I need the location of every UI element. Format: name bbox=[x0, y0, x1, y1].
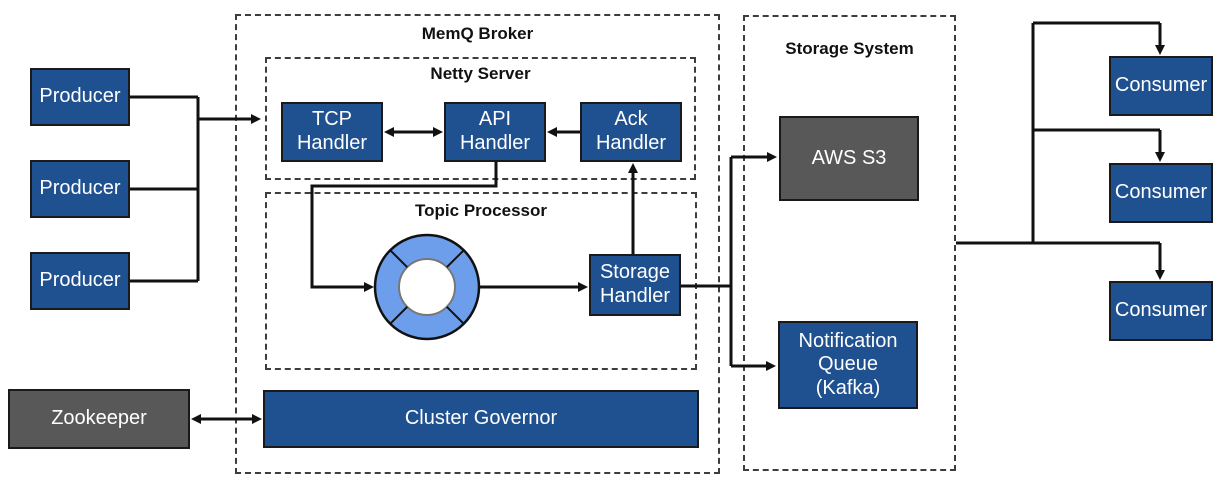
storage-handler-node: Storage Handler bbox=[589, 254, 681, 316]
netty-server-group-title: Netty Server bbox=[430, 64, 531, 83]
topic-processor-group: Topic Processor bbox=[265, 192, 697, 370]
ack-handler-node: Ack Handler bbox=[580, 102, 682, 162]
storage-handler-branch-lines bbox=[681, 157, 733, 366]
memq-broker-group: MemQ Broker bbox=[235, 14, 720, 474]
api-to-ring-arrow bbox=[310, 162, 498, 292]
producer-node-1: Producer bbox=[30, 68, 130, 126]
consumer-node-3: Consumer bbox=[1109, 281, 1213, 341]
api-handler-node: API Handler bbox=[444, 102, 546, 162]
tcp-handler-node: TCP Handler bbox=[281, 102, 383, 162]
topic-processor-group-title: Topic Processor bbox=[415, 201, 547, 220]
consumer-node-2: Consumer bbox=[1109, 163, 1213, 223]
producer-node-2: Producer bbox=[30, 160, 130, 218]
zookeeper-node: Zookeeper bbox=[8, 389, 190, 449]
ring-buffer-icon bbox=[373, 233, 481, 341]
producer-node-3: Producer bbox=[30, 252, 130, 310]
aws-s3-node: AWS S3 bbox=[779, 116, 919, 201]
notification-queue-node: Notification Queue (Kafka) bbox=[778, 321, 918, 409]
consumer-node-1: Consumer bbox=[1109, 56, 1213, 116]
cluster-governor-node: Cluster Governor bbox=[263, 390, 699, 448]
netty-server-group: Netty Server bbox=[265, 57, 696, 180]
consumers-fanout-lines bbox=[956, 21, 1160, 245]
storage-system-group: Storage System bbox=[743, 15, 956, 471]
storage-system-group-title: Storage System bbox=[785, 39, 914, 58]
memq-broker-group-title: MemQ Broker bbox=[421, 24, 534, 43]
producers-merge-lines bbox=[130, 95, 200, 283]
